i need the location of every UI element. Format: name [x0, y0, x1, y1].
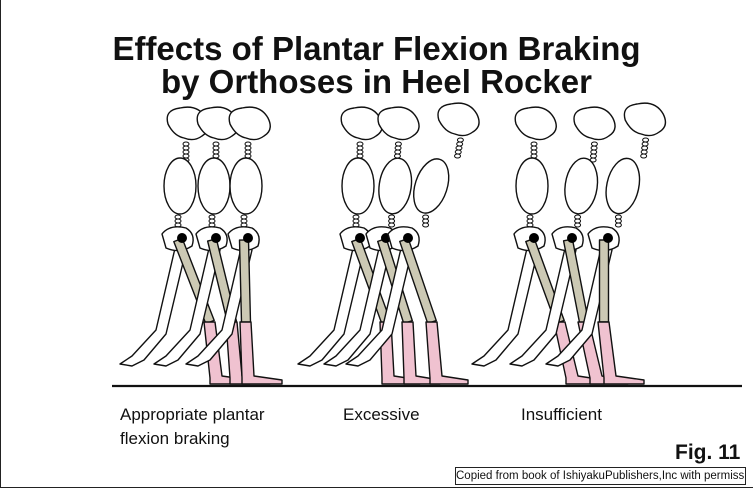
neck-coil — [455, 154, 461, 158]
lumbar-coil — [527, 215, 533, 219]
neck-coil — [394, 154, 400, 158]
hip-joint — [355, 233, 365, 243]
lumbar-coil — [241, 215, 247, 219]
credit-note: Copied from book of IshiyakuPublishers,I… — [455, 467, 746, 485]
head — [574, 107, 615, 139]
neck-coil — [395, 150, 401, 154]
femur — [600, 240, 609, 322]
neck-coil — [531, 142, 537, 146]
torso — [342, 158, 374, 214]
ankle-foot-orthosis — [598, 322, 644, 384]
neck-coil — [357, 142, 363, 146]
lumbar-coil — [527, 219, 533, 223]
neck-coil — [642, 146, 648, 150]
torso — [601, 155, 644, 216]
lumbar-coil — [209, 215, 215, 219]
head — [341, 107, 382, 139]
lumbar-coil — [389, 219, 395, 223]
neck-coil — [213, 142, 219, 146]
head — [229, 107, 270, 139]
neck-coil — [531, 146, 537, 150]
torso — [198, 158, 230, 214]
lumbar-coil — [175, 219, 181, 223]
torso — [164, 158, 196, 214]
neck-coil — [457, 142, 463, 146]
torso — [516, 158, 548, 214]
torso — [407, 154, 455, 217]
lumbar-coil — [615, 219, 621, 223]
neck-coil — [357, 150, 363, 154]
torso — [561, 156, 600, 216]
hip-joint — [211, 233, 221, 243]
neck-coil — [183, 154, 189, 158]
lumbar-coil — [575, 219, 581, 223]
lumbar-coil — [615, 223, 621, 227]
neck-coil — [641, 150, 647, 154]
hip-joint — [403, 233, 413, 243]
neck-coil — [245, 142, 251, 146]
neck-coil — [183, 150, 189, 154]
lumbar-coil — [389, 215, 395, 219]
hip-joint — [567, 233, 577, 243]
trailing-leg — [472, 244, 538, 366]
ankle-foot-orthosis — [426, 322, 468, 384]
neck-coil — [245, 150, 251, 154]
caption-appropriate-line-2: flexion braking — [120, 427, 230, 451]
lumbar-coil — [423, 215, 429, 219]
head — [624, 103, 665, 135]
neck-coil — [457, 138, 463, 142]
neck-coil — [591, 146, 597, 150]
neck-coil — [591, 142, 597, 146]
torso — [375, 156, 414, 216]
hip-joint — [603, 233, 613, 243]
head — [438, 103, 479, 135]
lumbar-coil — [389, 223, 395, 227]
lumbar-coil — [423, 223, 429, 227]
lumbar-coil — [423, 219, 429, 223]
head — [378, 107, 419, 139]
neck-coil — [590, 154, 596, 158]
neck-coil — [642, 142, 648, 146]
neck-coil — [456, 146, 462, 150]
neck-coil — [245, 146, 251, 150]
ankle-foot-orthosis — [240, 322, 282, 384]
neck-coil — [591, 150, 597, 154]
neck-coil — [213, 150, 219, 154]
lumbar-coil — [615, 215, 621, 219]
lumbar-coil — [353, 219, 359, 223]
neck-coil — [455, 150, 461, 154]
caption-excessive: Excessive — [343, 403, 420, 427]
neck-coil — [357, 146, 363, 150]
neck-coil — [531, 150, 537, 154]
hip-joint — [243, 233, 253, 243]
lumbar-coil — [175, 215, 181, 219]
caption-insufficient: Insufficient — [521, 403, 602, 427]
lumbar-coil — [241, 219, 247, 223]
caption-appropriate-line-1: Appropriate plantar — [120, 403, 265, 427]
neck-coil — [213, 146, 219, 150]
lumbar-coil — [575, 215, 581, 219]
lumbar-coil — [575, 223, 581, 227]
lumbar-coil — [353, 215, 359, 219]
torso — [230, 158, 262, 214]
neck-coil — [641, 154, 647, 158]
hip-joint — [177, 233, 187, 243]
neck-coil — [395, 142, 401, 146]
neck-coil — [395, 146, 401, 150]
figure-label: Fig. 11 — [675, 441, 740, 465]
head — [515, 107, 556, 139]
neck-coil — [643, 138, 649, 142]
hip-joint — [529, 233, 539, 243]
neck-coil — [183, 142, 189, 146]
femur — [240, 240, 251, 322]
lumbar-coil — [209, 219, 215, 223]
neck-coil — [183, 146, 189, 150]
